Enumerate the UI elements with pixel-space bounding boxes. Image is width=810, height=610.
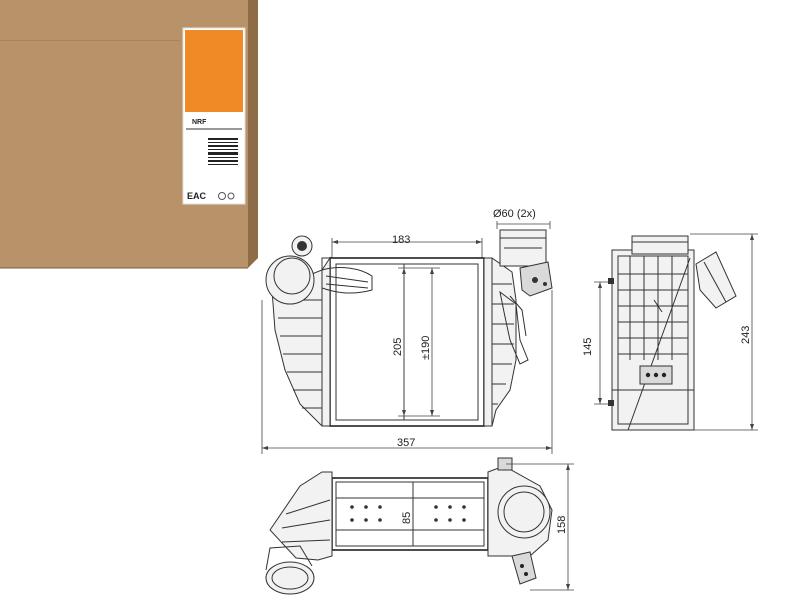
side-angled-outlet [695, 251, 737, 309]
front-core [329, 257, 485, 427]
mounting-holes [350, 505, 466, 522]
dim-core-depth: 85 [401, 512, 413, 524]
dim-width-top: 183 [392, 234, 410, 246]
dim-core-height: 205 [392, 338, 404, 356]
dim-core-inner: ±190 [420, 336, 432, 360]
dim-pipe-diameter: Ø60 (2x) [493, 208, 536, 220]
certification-marks: EAC [187, 191, 207, 201]
left-pipe-outlet [265, 255, 315, 305]
left-tank [265, 235, 373, 427]
bottom-view: 85 158 [265, 457, 574, 595]
label-orange-band [185, 30, 243, 112]
side-top-pipe [631, 235, 689, 255]
box-label: NRF EAC [182, 27, 246, 205]
dim-overall-width: 357 [397, 437, 415, 449]
dim-mount: 145 [582, 338, 594, 356]
bottom-left-tank [269, 471, 333, 561]
side-body [611, 249, 695, 431]
dim-depth: 158 [556, 516, 568, 534]
barcode-icon [208, 138, 238, 165]
box-side-face [248, 0, 258, 268]
bottom-right-pipe [497, 485, 551, 539]
side-view: 145 243 [582, 233, 758, 431]
right-tank [483, 229, 553, 427]
dim-height: 243 [740, 326, 752, 344]
cardboard-box: NRF EAC [0, 0, 258, 269]
front-view: 183 Ø60 (2x) 205 ±190 [261, 208, 553, 454]
brand-logo: NRF [192, 119, 207, 126]
recycle-icon [218, 192, 226, 200]
